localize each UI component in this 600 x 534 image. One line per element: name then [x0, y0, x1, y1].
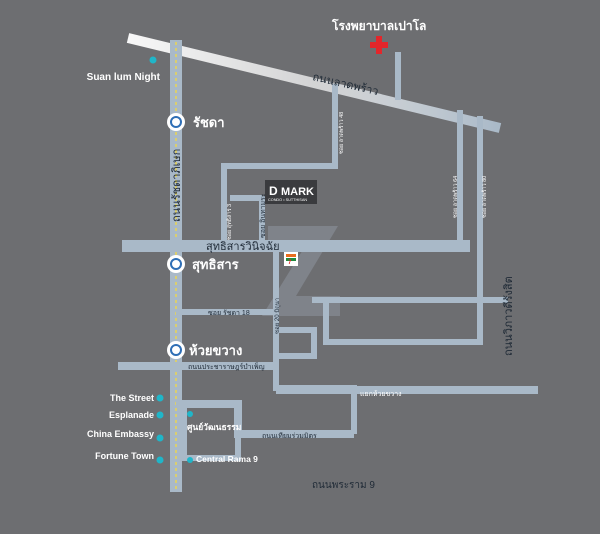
road-inner-loop [181, 404, 241, 461]
road-soi-lp48 [221, 84, 338, 240]
road-soi-20-loop [276, 327, 317, 359]
label-soi-lp64: ซอย ลาดพร้าว 64 [452, 176, 459, 218]
label-sutthisan: สุทธิสารวินิจฉัย [206, 241, 280, 253]
poi-marker-cultural-center [187, 411, 193, 417]
poi-marker-suan-lum [149, 56, 157, 64]
label-soi-lp80: ซอย ลาดพร้าว 80 [481, 176, 488, 218]
poi-cultural-center: ศูนย์วัฒนธรรม [187, 422, 241, 433]
poi-fortune-town: Fortune Town [95, 451, 154, 461]
station-label-ratchada: รัชดา [193, 115, 225, 130]
logo-d: D [269, 184, 278, 198]
poi-suan-lum: Suan lum Night [87, 72, 161, 83]
station-marker-ratchada: รัชดา [167, 113, 225, 131]
road-ladprao [126, 33, 502, 133]
svg-text:7: 7 [288, 260, 292, 266]
label-huai-khwang-junction: แยกห้วยขวาง [360, 390, 402, 398]
station-marker-sutthisan: สุทธิสาร [167, 255, 239, 273]
poi-marker-central [187, 457, 193, 463]
label-rama-9: ถนนพระราม 9 [312, 480, 375, 491]
label-pracharat: ถนนประชาราษฎร์บำเพ็ญ [188, 362, 265, 371]
poi-marker-the-street [156, 394, 164, 402]
hospital-label: โรงพยาบาลเปาโล [331, 18, 426, 33]
project-logo: D MARK CONDO • SUTTHISAN [265, 180, 317, 204]
label-soi-20: ซอย 20 มิถุนา [274, 298, 281, 334]
label-vibhavadi: ถนนวิภาวดีรังสิต [502, 276, 515, 356]
project-brand: MARK [281, 186, 314, 198]
poi-marker-fortune-town [156, 456, 164, 464]
label-ratchada-18: ซอย รัชดา 18 [208, 309, 250, 317]
poi-china-embassy: China Embassy [87, 429, 154, 439]
poi-marker-esplanade [156, 411, 164, 419]
road-soi-lp80 [323, 116, 483, 345]
poi-marker-china-embassy [156, 434, 164, 442]
station-marker-huai-khwang: ห้วยขวาง [167, 341, 242, 359]
hospital-cross-icon [370, 36, 388, 54]
label-soi-lp48: ซอย ลาดพร้าว 48 [338, 112, 345, 154]
station-label-huai-khwang: ห้วยขวาง [189, 343, 242, 358]
label-soi-inthamara: ซอย อินทามระ [259, 193, 267, 238]
seven-eleven-icon: 7 [284, 252, 298, 266]
poi-central: Central Rama 9 [196, 454, 258, 464]
label-ratchada: ถนนรัชดาภิเษก [171, 149, 183, 222]
poi-esplanade: Esplanade [109, 410, 154, 420]
label-thiam-ruam-mit: ถนนเทียมร่วมมิตร [262, 432, 317, 440]
station-label-sutthisan: สุทธิสาร [192, 257, 239, 273]
project-tagline: CONDO • SUTTHISAN [268, 198, 307, 202]
label-soi-sutthisan: ซอย สุทธิสาร 3 [226, 204, 233, 240]
poi-the-street: The Street [110, 393, 154, 403]
